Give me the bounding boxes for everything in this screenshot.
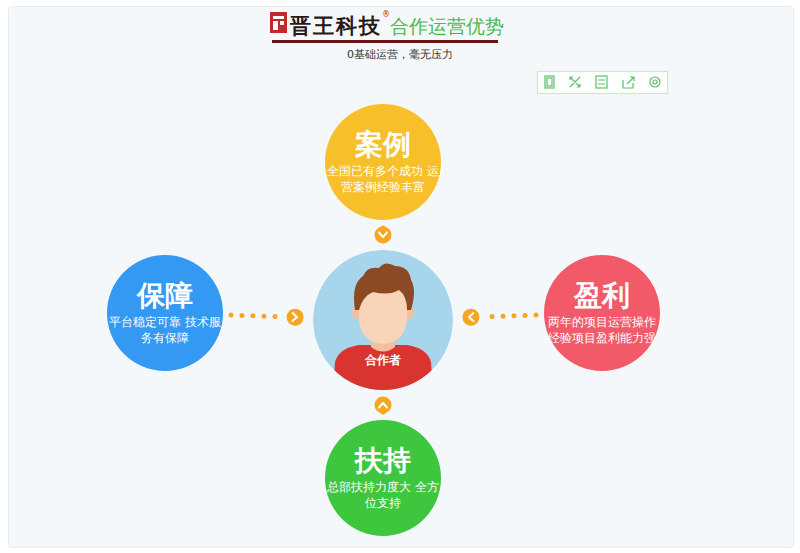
arrow-head: [286, 308, 304, 326]
arrow-head: [375, 397, 392, 414]
node-heading: 扶持: [355, 445, 411, 477]
arrow-head: [375, 227, 392, 244]
node-heading: 保障: [137, 280, 193, 312]
profit-circle: 盈利两年的项目运营操作 经验项目盈利能力强: [544, 255, 660, 371]
node-description: 总部扶持力度大 全方位支持: [327, 479, 439, 511]
node-label: 合作者: [313, 352, 453, 369]
support-circle: 扶持总部扶持力度大 全方位支持: [325, 420, 441, 536]
guarantee-circle: 保障平台稳定可靠 技术服务有保障: [107, 255, 223, 371]
logo-mark: [270, 12, 287, 33]
arrow-head: [462, 308, 480, 326]
dotted-connector: [462, 308, 536, 326]
node-description: 平台稳定可靠 技术服务有保障: [109, 314, 221, 346]
toolbar: [538, 72, 668, 94]
node-heading: 盈利: [574, 280, 630, 312]
dotted-line: [231, 315, 279, 317]
title-row: 晋王科技®合作运营优势: [290, 12, 504, 40]
dotted-connector: [231, 308, 304, 326]
node-description: 两年的项目运营操作 经验项目盈利能力强: [546, 314, 658, 346]
node-description: 全国已有多个成功 运营案例经验丰富: [327, 163, 439, 195]
header: 晋王科技®合作运营优势 0基础运营，毫无压力: [0, 8, 800, 68]
dotted-connector: [375, 397, 392, 414]
title-underline: [272, 40, 498, 43]
node-heading: 案例: [355, 129, 411, 161]
brand-name: 晋王科技: [290, 13, 382, 38]
subtitle: 0基础运营，毫无压力: [0, 47, 800, 62]
title: 合作运营优势: [390, 15, 504, 37]
case-circle: 案例全国已有多个成功 运营案例经验丰富: [325, 104, 441, 220]
avatar-illustration: [313, 250, 453, 390]
registered-mark: ®: [382, 10, 390, 19]
dotted-connector: [375, 227, 392, 244]
partner-circle: 合作者: [313, 250, 453, 390]
dotted-line: [487, 315, 536, 317]
